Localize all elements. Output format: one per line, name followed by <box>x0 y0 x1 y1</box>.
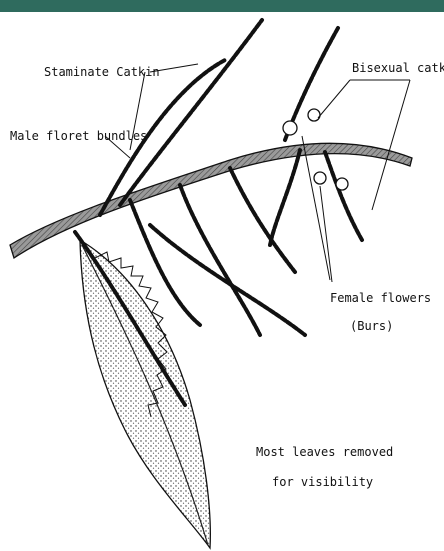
catkin-hang-5 <box>325 152 362 240</box>
catkin-hang-3 <box>230 168 295 272</box>
main-stem <box>10 143 412 258</box>
catkin-hang-4 <box>270 150 300 245</box>
bur-3 <box>314 172 326 184</box>
bur-4 <box>336 178 348 190</box>
label-female-flowers: Female flowers <box>330 291 431 305</box>
bur-2 <box>308 109 320 121</box>
label-burs: (Burs) <box>350 319 393 333</box>
note-line-2: for visibility <box>272 475 373 489</box>
bur-1 <box>283 121 297 135</box>
leaf <box>80 240 210 548</box>
label-bisexual-catkins: Bisexual catkins <box>352 61 444 75</box>
label-staminate-catkin: Staminate Catkin <box>44 65 160 79</box>
note-line-1: Most leaves removed <box>256 445 393 459</box>
label-male-floret-bundles: Male floret bundles <box>10 129 147 143</box>
